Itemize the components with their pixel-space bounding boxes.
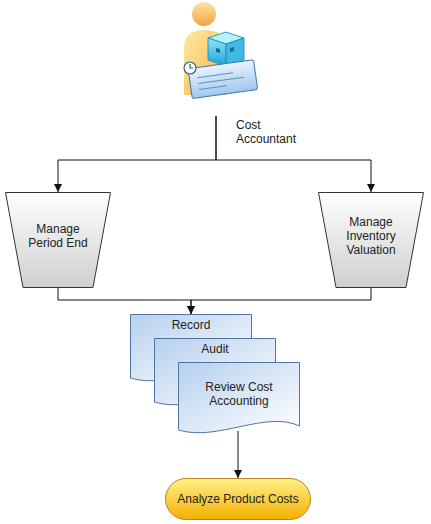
node-label: Record	[136, 318, 246, 332]
flow-connector	[216, 116, 371, 192]
flow-connector	[191, 288, 371, 314]
flow-connector	[238, 431, 239, 478]
node-label: Review Cost Accounting	[184, 380, 294, 408]
flow-connector	[58, 116, 216, 192]
document-box: Review Cost Accounting	[178, 362, 300, 438]
node-label: Manage Inventory Valuation	[338, 215, 404, 257]
terminal-node: Analyze Product Costs	[165, 478, 311, 520]
process-trapezoid: Manage Inventory Valuation	[318, 192, 424, 288]
node-label: Audit	[160, 342, 270, 356]
actor-label: Cost Accountant	[236, 118, 306, 146]
flow-connector	[58, 288, 191, 314]
cost-accountant-icon	[174, 0, 258, 116]
node-label: Analyze Product Costs	[171, 492, 305, 506]
process-trapezoid: Manage Period End	[5, 192, 111, 288]
node-label: Manage Period End	[25, 222, 91, 250]
actor: Cost Accountant	[160, 0, 300, 150]
